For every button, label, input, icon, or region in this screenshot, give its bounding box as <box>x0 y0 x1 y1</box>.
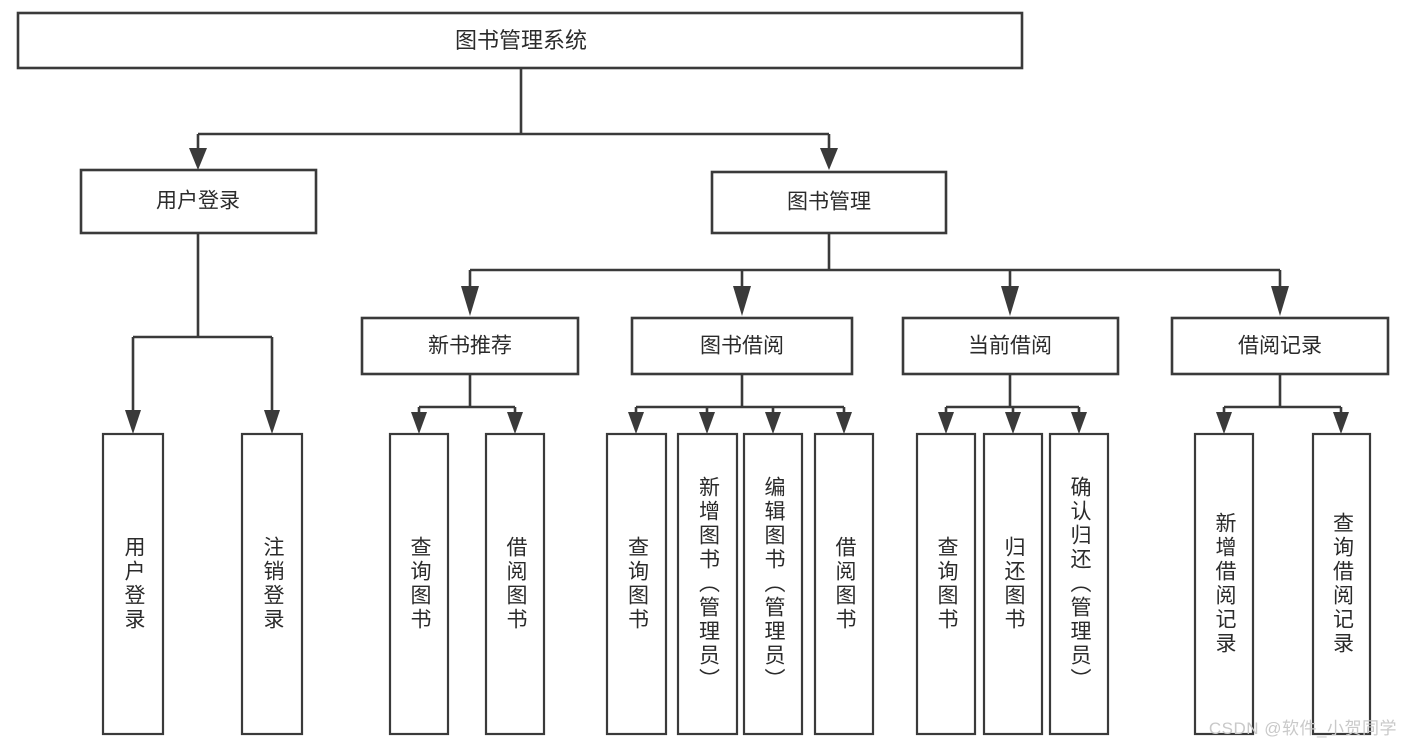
arrow-to-leaf-confirm-return <box>1071 412 1087 434</box>
root-label: 图书管理系统 <box>455 28 587 53</box>
arrow-to-leaf-borrow-book-2 <box>836 412 852 434</box>
node-book-borrowing[interactable]: 图书借阅 <box>630 316 854 376</box>
arrow-to-leaf-query-book-1 <box>411 412 427 434</box>
current-borrowing-label: 当前借阅 <box>968 335 1052 358</box>
arrow-to-new-book-rec <box>461 286 479 316</box>
leaf-box-borrow-book-2[interactable] <box>813 432 875 736</box>
node-current-borrowing[interactable]: 当前借阅 <box>901 316 1120 376</box>
book-borrowing-box[interactable] <box>630 316 854 376</box>
arrow-to-leaf-edit-book <box>765 412 781 434</box>
book-management-box[interactable] <box>710 170 948 235</box>
leaf-box-query-book-2[interactable] <box>605 432 668 736</box>
book-borrowing-label: 图书借阅 <box>700 335 784 358</box>
current-borrowing-box[interactable] <box>901 316 1120 376</box>
leaf-box-add-book-admin[interactable] <box>676 432 739 736</box>
user-login-label: 用户登录 <box>156 190 240 213</box>
arrow-to-leaf-add-book <box>699 412 715 434</box>
node-new-book-recommendation[interactable]: 新书推荐 <box>360 316 580 376</box>
arrow-to-leaf-query-book-3 <box>938 412 954 434</box>
leaf-box-query-book-3[interactable] <box>915 432 977 736</box>
arrow-to-current-borrow <box>1001 286 1019 316</box>
leaf-box-return-book[interactable] <box>982 432 1044 736</box>
leaf-box-borrow-book-1[interactable] <box>484 432 546 736</box>
borrowing-record-box[interactable] <box>1170 316 1390 376</box>
node-borrowing-record[interactable]: 借阅记录 <box>1170 316 1390 376</box>
connector-layer <box>125 68 1349 434</box>
book-management-label: 图书管理 <box>787 191 871 214</box>
leaf-box-query-borrow-record[interactable] <box>1311 432 1372 736</box>
leaf-box-query-book-1[interactable] <box>388 432 450 736</box>
leaf-box-user-login[interactable] <box>101 432 165 736</box>
arrow-root-to-user-login <box>189 148 207 170</box>
new-book-recommendation-box[interactable] <box>360 316 580 376</box>
arrow-root-to-book-mgmt <box>820 148 838 170</box>
leaf-box-add-borrow-record[interactable] <box>1193 432 1255 736</box>
arrow-to-leaf-query-record <box>1333 412 1349 434</box>
arrow-to-leaf-logout <box>264 410 280 434</box>
new-book-recommendation-label: 新书推荐 <box>428 335 512 358</box>
arrow-to-leaf-query-book-2 <box>628 412 644 434</box>
node-root-book-management-system[interactable]: 图书管理系统 <box>16 11 1024 70</box>
arrow-to-book-borrow <box>733 286 751 316</box>
leaf-box-confirm-return-admin[interactable] <box>1048 432 1110 736</box>
arrow-to-leaf-borrow-book-1 <box>507 412 523 434</box>
user-login-box[interactable] <box>79 168 318 235</box>
node-book-management[interactable]: 图书管理 <box>710 170 948 235</box>
leaf-layer <box>101 432 1372 736</box>
csdn-watermark: CSDN @软件_小贺同学 <box>1208 719 1397 738</box>
node-user-login[interactable]: 用户登录 <box>79 168 318 235</box>
root-box[interactable] <box>16 11 1024 70</box>
arrow-to-borrow-record <box>1271 286 1289 316</box>
arrow-to-leaf-add-record <box>1216 412 1232 434</box>
arrow-to-leaf-user-login <box>125 410 141 434</box>
leaf-box-edit-book-admin[interactable] <box>742 432 804 736</box>
arrow-to-leaf-return-book <box>1005 412 1021 434</box>
leaf-box-logout[interactable] <box>240 432 304 736</box>
borrowing-record-label: 借阅记录 <box>1238 335 1322 358</box>
